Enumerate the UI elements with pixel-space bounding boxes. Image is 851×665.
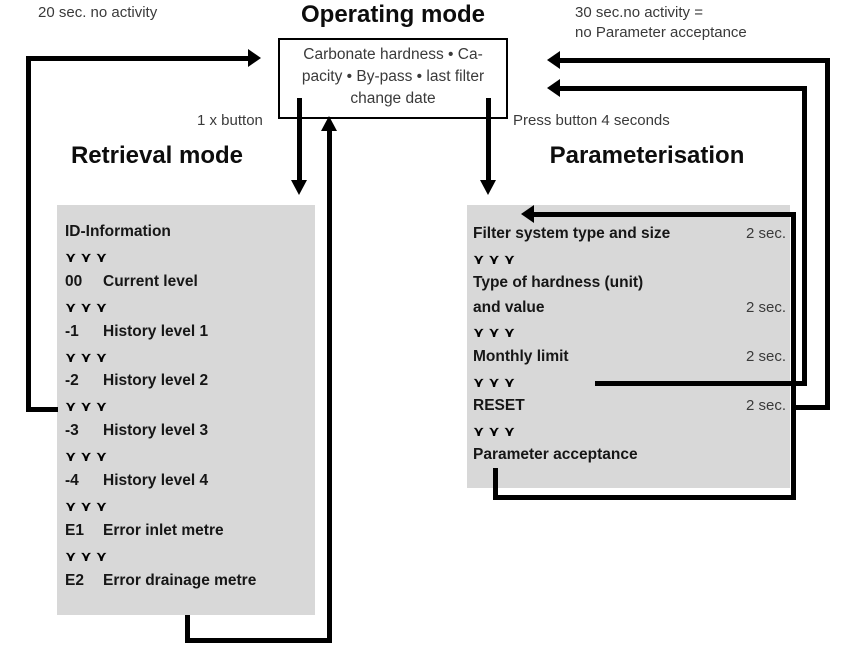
item-duration: 2 sec. (745, 298, 786, 316)
operating-mode-box: Carbonate hardness • Ca- pacity • By-pas… (278, 38, 508, 119)
retrieval-item: -3 History level 3 (65, 419, 315, 444)
retrieval-item: 00 Current level (65, 270, 315, 295)
arrow-into-operating-right-lower-icon (547, 79, 560, 97)
retrieval-item: -1 History level 1 (65, 320, 315, 345)
operating-mode-box-line1: Carbonate hardness • Ca- (303, 46, 483, 63)
scroll-down-arrows-icon: ⋎⋎⋎ (473, 250, 520, 267)
item-label: and value (473, 298, 545, 316)
reset-return-line-top (560, 58, 830, 63)
retrieval-return-line-vertical (26, 56, 31, 412)
item-label: RESET (473, 397, 525, 415)
param-loop-line-vertical (791, 212, 796, 500)
parameterisation-title: Parameterisation (549, 142, 745, 169)
operating-mode-box-line3: change date (350, 90, 436, 107)
retrieval-bottom-line (185, 638, 332, 643)
parameterisation-item: RESET 2 sec. (473, 394, 786, 419)
item-code: E2 (65, 571, 84, 589)
operating-to-param-arrow-shaft (486, 98, 491, 180)
operating-to-param-arrowhead-icon (480, 180, 496, 195)
operating-mode-title: Operating mode (300, 1, 486, 28)
one-x-button-label: 1 x button (197, 112, 263, 129)
param-loop-line-top (534, 212, 796, 217)
operating-mode-box-line2: pacity • By-pass • last filter (301, 68, 485, 85)
timeout-label-right-line2: no Parameter acceptance (575, 24, 747, 41)
reset-return-line-vertical (825, 58, 830, 410)
param-loop-stub (493, 468, 498, 500)
monthly-return-line-top (560, 86, 807, 91)
retrieval-up-line (327, 129, 332, 643)
scroll-down-arrows-icon: ⋎⋎⋎ (65, 497, 112, 514)
item-label: History level 4 (103, 472, 209, 490)
item-code: -2 (65, 372, 79, 390)
reset-return-line-jog (793, 405, 830, 410)
item-label: Parameter acceptance (473, 446, 638, 464)
arrow-into-operating-left-icon (248, 49, 261, 67)
item-label: Current level (103, 272, 198, 290)
item-code: -4 (65, 472, 79, 490)
press-button-label: Press button 4 seconds (513, 112, 670, 129)
operating-to-retrieval-arrow-shaft (297, 98, 302, 180)
item-code: E1 (65, 521, 84, 539)
scroll-down-arrows-icon: ⋎⋎⋎ (65, 547, 112, 564)
scroll-down-arrows-icon: ⋎⋎⋎ (65, 348, 112, 365)
scroll-down-arrows-icon: ⋎⋎⋎ (65, 448, 112, 465)
retrieval-mode-title: Retrieval mode (70, 142, 244, 169)
parameterisation-item: Monthly limit 2 sec. (473, 345, 786, 370)
parameterisation-item: Type of hardness (unit) (473, 271, 786, 296)
scroll-down-arrows-icon: ⋎⋎⋎ (65, 248, 112, 265)
item-label: History level 2 (103, 372, 209, 390)
retrieval-return-line-bottom (26, 407, 58, 412)
scroll-down-arrows-icon: ⋎⋎⋎ (473, 373, 520, 390)
item-label: Monthly limit (473, 347, 569, 365)
item-duration: 2 sec. (745, 397, 786, 415)
item-label: History level 1 (103, 322, 209, 340)
parameterisation-panel: Filter system type and size 2 sec. ⋎⋎⋎ Type… (467, 205, 790, 488)
item-code: -1 (65, 322, 79, 340)
scroll-down-arrows-icon: ⋎⋎⋎ (65, 398, 112, 415)
item-code: -3 (65, 422, 79, 440)
parameterisation-item: Parameter acceptance (473, 443, 786, 468)
operating-to-retrieval-arrowhead-icon (291, 180, 307, 195)
timeout-label-right-line1: 30 sec.no activity = (575, 4, 703, 21)
arrow-up-into-operating-icon (321, 116, 337, 131)
retrieval-item: -4 History level 4 (65, 469, 315, 494)
retrieval-item: E1 Error inlet metre (65, 519, 315, 544)
item-code: 00 (65, 272, 83, 290)
scroll-down-arrows-icon: ⋎⋎⋎ (473, 324, 520, 341)
retrieval-item: -2 History level 2 (65, 369, 315, 394)
item-label: Error inlet metre (103, 521, 224, 539)
retrieval-bottom-stub (185, 615, 190, 643)
param-loop-arrowhead-icon (521, 205, 534, 223)
monthly-return-line-vertical (802, 86, 807, 386)
arrow-into-operating-right-upper-icon (547, 51, 560, 69)
item-duration: 2 sec. (745, 347, 786, 365)
parameterisation-item: and value 2 sec. (473, 296, 786, 321)
item-duration: 2 sec. (745, 225, 786, 242)
retrieval-item: ID-Information (65, 220, 315, 245)
timeout-label-left: 20 sec. no activity (38, 4, 158, 21)
item-label: Error drainage metre (103, 571, 257, 589)
retrieval-return-line-top (26, 56, 248, 61)
item-label: ID-Information (65, 223, 171, 240)
param-loop-line-bottom (493, 495, 796, 500)
item-label: Type of hardness (unit) (473, 274, 644, 292)
scroll-down-arrows-icon: ⋎⋎⋎ (65, 298, 112, 315)
monthly-return-line-bottom (595, 381, 807, 386)
scroll-down-arrows-icon: ⋎⋎⋎ (473, 422, 520, 439)
item-label: Filter system type and size (473, 225, 671, 242)
retrieval-item: E2 Error drainage metre (65, 569, 315, 594)
timeout-label-right: 30 sec.no activity = no Parameter accept… (575, 3, 747, 43)
item-label: History level 3 (103, 422, 209, 440)
parameterisation-item: Filter system type and size 2 sec. (473, 222, 786, 247)
